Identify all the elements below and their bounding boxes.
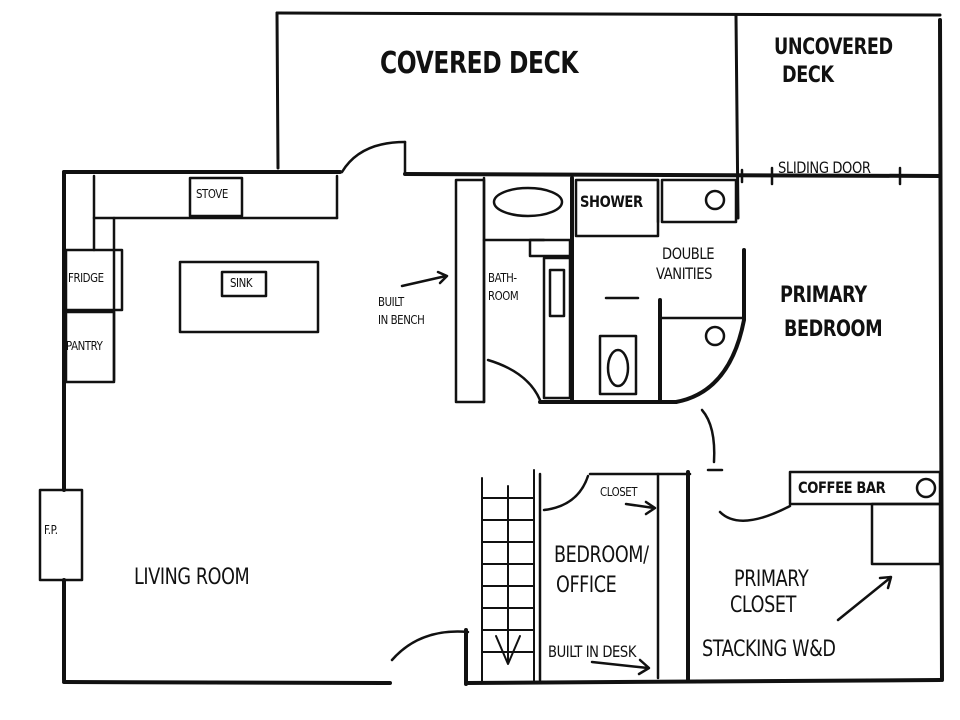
uncovered-deck-label-2: Deck (782, 63, 834, 88)
fireplace-label: F.P. (44, 523, 58, 537)
living-room-label: Living Room (134, 565, 250, 590)
bathroom-walls (482, 176, 572, 404)
covered-deck-label: Covered Deck (380, 46, 579, 81)
kitchen-island (178, 260, 320, 334)
built-in-bench-label: Built (378, 295, 404, 309)
double-vanities-label: Double (662, 244, 715, 263)
coffee-bar-label: Coffee Bar (798, 478, 886, 497)
fireplace-box (38, 488, 84, 582)
shower-label: Shower (580, 192, 643, 211)
primary-closet-label-2: Closet (730, 593, 796, 618)
deck-outline (275, 11, 942, 220)
pantry-label: Pantry (66, 339, 103, 353)
built-in-bench-label-2: In Bench (378, 313, 425, 327)
kitchen-counters (64, 174, 339, 384)
built-in-bench (400, 178, 486, 404)
shower-and-vanities (574, 178, 744, 396)
exterior-walls (62, 18, 944, 685)
uncovered-deck-label: Uncovered (774, 35, 893, 60)
primary-bedroom-label-2: Bedroom (784, 317, 883, 342)
sliding-door (740, 166, 902, 186)
built-in-desk-label: Built in Desk (548, 642, 637, 661)
primary-closet-label: Primary (734, 567, 809, 592)
fridge-label: Fridge (68, 271, 104, 285)
bathroom-label: Bath- (488, 271, 517, 285)
primary-closet-walls (718, 470, 942, 622)
primary-bedroom-label: Primary (780, 283, 867, 308)
bedroom-office-label: Bedroom/ (554, 543, 649, 568)
bedroom-office-walls (538, 472, 692, 682)
sink-label: Sink (230, 276, 253, 290)
bedroom-office-label-2: Office (556, 573, 617, 598)
stove-label: Stove (196, 187, 228, 201)
closet-label: Closet (600, 485, 638, 499)
stacking-wd-label: Stacking W&D (702, 637, 836, 662)
living-door-swing (390, 630, 470, 662)
sliding-door-label: Sliding Door (778, 158, 871, 177)
primary-bath-door (700, 408, 716, 464)
bathroom-label-2: room (488, 289, 519, 303)
staircase (481, 469, 535, 683)
entry-door (340, 140, 407, 176)
double-vanities-label-2: Vanities (656, 264, 713, 283)
primary-bath-curve-wall (674, 248, 746, 404)
